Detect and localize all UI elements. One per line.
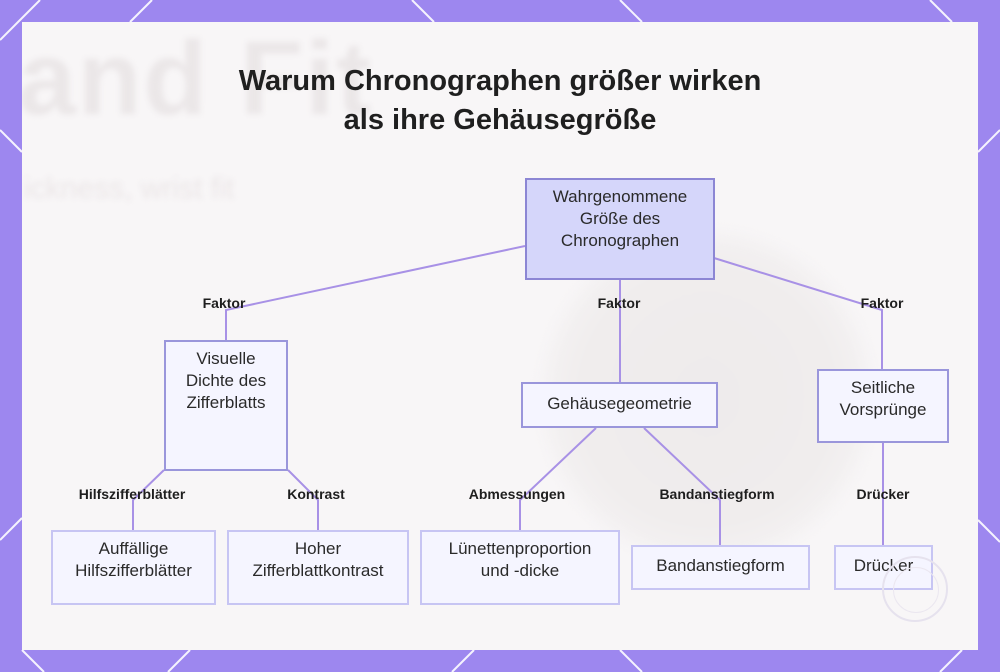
edge-label-contrast: Kontrast: [287, 486, 345, 502]
node-case-geometry: Gehäusegeometrie: [521, 382, 718, 428]
connector-root-side: [713, 257, 883, 369]
connector-case-bezel: [519, 427, 597, 530]
node-side-projections: Seitliche Vorsprünge: [817, 369, 949, 443]
connector-case-lugs: [643, 427, 721, 545]
node-contrast: Hoher Zifferblattkontrast: [227, 530, 409, 605]
edge-label-bezel: Abmessungen: [468, 486, 566, 502]
edge-label-side: Faktor: [860, 295, 904, 311]
edge-label-lugs: Bandanstiegform: [659, 486, 775, 502]
edge-label-case: Faktor: [597, 295, 641, 311]
connector-dial-contrast: [287, 469, 319, 530]
title-line-2: als ihre Gehäusegröße: [343, 104, 657, 137]
node-root: Wahrgenommene Größe des Chronographen: [525, 178, 715, 280]
diagram-title: Warum Chronographen größer wirken als ih…: [100, 62, 900, 140]
node-bezel: Lünettenproportion und -dicke: [420, 530, 620, 605]
background-blurred-subtext: ickness, wrist fit: [24, 172, 235, 205]
connector-root-dial: [225, 245, 526, 340]
node-lugs: Bandanstiegform: [631, 545, 810, 590]
node-subdials: Auffällige Hilfszifferblätter: [51, 530, 216, 605]
node-dial-density: Visuelle Dichte des Zifferblatts: [164, 340, 288, 471]
title-line-1: Warum Chronographen größer wirken: [238, 65, 762, 97]
edge-label-subdials: Hilfszifferblätter: [78, 486, 186, 502]
edge-label-pushers: Drücker: [856, 486, 910, 502]
background-blurred-text: and Fit: [22, 22, 373, 137]
watermark-seal-icon: [882, 556, 948, 622]
connector-dial-subdials: [132, 469, 165, 530]
edge-label-dial: Faktor: [202, 295, 246, 311]
